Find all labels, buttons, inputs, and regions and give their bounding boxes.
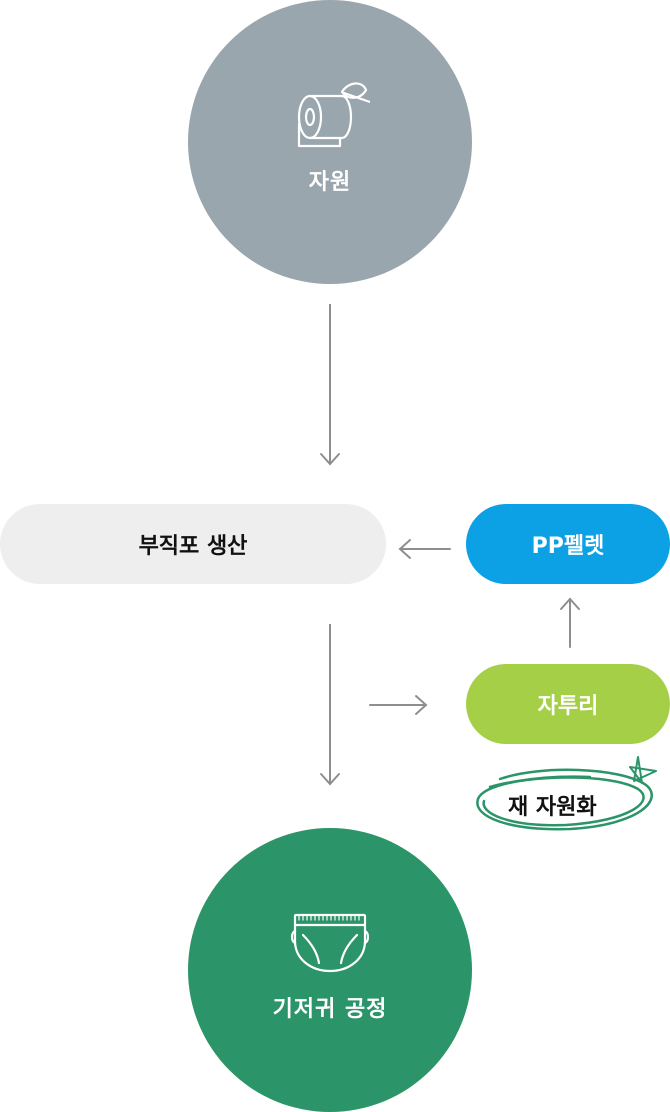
toilet-paper-leaf-icon	[290, 80, 370, 152]
diaper-label: 기저귀 공정	[272, 997, 388, 1022]
recycle-badge-label: 재 자원화	[508, 795, 597, 820]
diaper-icon	[289, 911, 371, 975]
diaper-node: 기저귀 공정	[188, 828, 472, 1112]
scrap-label: 자투리	[537, 694, 599, 719]
resource-node: 자원	[188, 0, 472, 284]
scrap-node: 자투리	[466, 664, 670, 744]
nonwoven-node: 부직포 생산	[0, 504, 386, 584]
arrow-down-2	[320, 624, 340, 786]
arrow-right	[369, 695, 428, 715]
pp-pellet-node: PP펠렛	[466, 504, 670, 584]
arrow-down-1	[320, 304, 340, 466]
arrow-up	[560, 597, 580, 648]
nonwoven-label: 부직포 생산	[138, 534, 248, 559]
scribble-ellipse-icon	[476, 756, 657, 831]
recycle-badge: 재 자원화	[470, 755, 666, 835]
pp-pellet-label: PP펠렛	[531, 534, 605, 559]
resource-label: 자원	[308, 170, 352, 195]
arrow-left	[398, 539, 451, 559]
